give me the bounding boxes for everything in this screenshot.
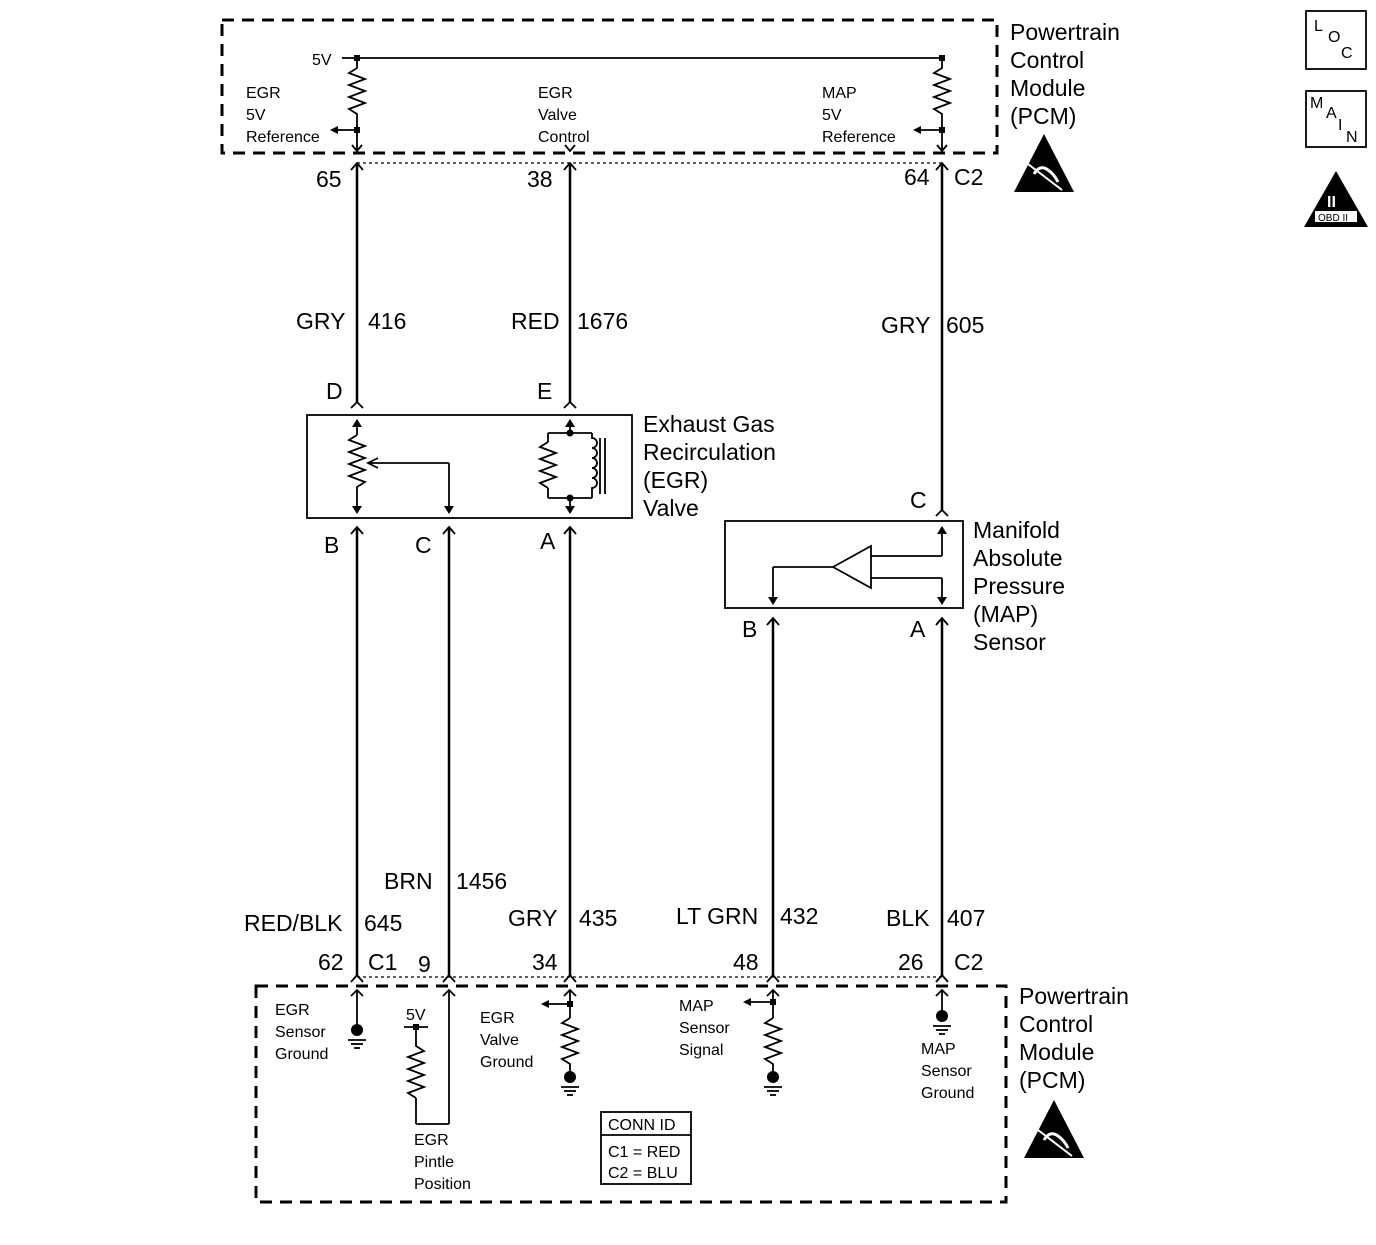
egr-pin-c: C	[415, 532, 432, 558]
pcm-top-pin-65: 65	[316, 166, 342, 192]
egr-valve: D E Exhaust Gas Recirculation (EGR) Va	[306, 378, 782, 558]
wire-435-color: GRY	[508, 905, 557, 931]
wire-1676-number: 1676	[577, 308, 628, 334]
svg-text:A: A	[1326, 105, 1337, 122]
pcm-top-pin-38: 38	[527, 166, 553, 192]
pcm-top-label-egr-valve-control: EGR Valve Control	[538, 85, 590, 146]
pcm-bottom-pin-26: 26	[898, 949, 924, 975]
pcm-top-title: Powertrain Control Module (PCM)	[1010, 19, 1126, 129]
pcm-bottom-module: EGR Sensor Ground 5V EGR Pintle Position…	[254, 983, 1135, 1204]
svg-text:L: L	[1314, 18, 1323, 35]
wire-605-number: 605	[946, 312, 984, 338]
pcm-bottom-pin-62: 62	[318, 949, 344, 975]
pcm-top-module: 5V EGR 5V Reference EGR Valve Control MA…	[220, 18, 1126, 155]
pcm-bottom-label-map-sensor-ground: MAP Sensor Ground	[921, 1041, 976, 1102]
wire-416-color: GRY	[296, 308, 345, 334]
svg-text:N: N	[1346, 129, 1358, 146]
egr-pin-d: D	[326, 378, 343, 404]
wire-1456-number: 1456	[456, 868, 507, 894]
egr-valve-title: Exhaust Gas Recirculation (EGR) Valve	[643, 411, 782, 521]
main-icon: M A I N	[1305, 90, 1367, 148]
pcm-bottom-5v-label: 5V	[406, 1007, 426, 1024]
pcm-top-pin-64: 64	[904, 164, 930, 190]
pcm-bottom-pin-48: 48	[733, 949, 759, 975]
pcm-bottom-connector-c1: C1	[368, 949, 397, 975]
conn-id-table: CONN ID C1 = RED C2 = BLU	[600, 1111, 692, 1185]
egr-pin-b: B	[324, 532, 339, 558]
conn-id-row-c1: C1 = RED	[608, 1144, 680, 1161]
pcm-top-label-map-5v-ref: MAP 5V Reference	[822, 85, 896, 146]
obd-ii-label: OBD II	[1318, 213, 1348, 224]
pcm-bottom-pin-9: 9	[418, 951, 431, 977]
map-pin-c: C	[910, 487, 927, 513]
pcm-bottom-label-egr-sensor-ground: EGR Sensor Ground	[275, 1002, 330, 1063]
wire-1456-color: BRN	[384, 868, 433, 894]
pcm-bottom-connector-c2: C2	[954, 949, 983, 975]
wire-435-number: 435	[579, 905, 617, 931]
wire-645-color: RED/BLK	[244, 910, 343, 936]
esd-warning-icon-bottom	[1024, 1100, 1084, 1158]
map-sensor-title: Manifold Absolute Pressure (MAP) Sensor	[973, 517, 1071, 655]
wire-416-number: 416	[368, 308, 406, 334]
wire-1676-color: RED	[511, 308, 560, 334]
pcm-top-connector: 65 38 64 C2	[316, 161, 983, 192]
wire-645-number: 645	[364, 910, 402, 936]
obd-ii-icon: II OBD II	[1304, 171, 1368, 227]
map-pin-a: A	[910, 616, 926, 642]
map-sensor: C Manifold Absolute Pressure (MAP) Senso…	[724, 487, 1071, 655]
loc-icon: L O C	[1305, 10, 1367, 70]
svg-text:C: C	[1341, 45, 1353, 62]
egr-pin-a: A	[540, 528, 556, 554]
wire-432-color: LT GRN	[676, 903, 758, 929]
wires-top: GRY 416 RED 1676 GRY 605	[296, 163, 984, 510]
svg-text:I: I	[1338, 117, 1342, 134]
pcm-top-label-egr-5v-ref: EGR 5V Reference	[246, 85, 320, 146]
esd-warning-icon	[1014, 134, 1074, 192]
pcm-bottom-connector: 62 C1 9 34 48 26 C2	[318, 949, 983, 983]
wire-407-color: BLK	[886, 905, 930, 931]
wire-432-number: 432	[780, 903, 818, 929]
svg-text:O: O	[1328, 29, 1340, 46]
svg-text:M: M	[1310, 95, 1323, 112]
wires-bottom: RED/BLK 645 BRN 1456 GRY 435 LT GRN 432 …	[244, 527, 985, 975]
pcm-top-5v-label: 5V	[312, 52, 332, 69]
egr-pin-e: E	[537, 378, 552, 404]
pcm-bottom-label-egr-valve-ground: EGR Valve Ground	[480, 1010, 533, 1071]
pcm-bottom-label-map-sensor-signal: MAP Sensor Signal	[679, 998, 734, 1059]
pcm-top-connector-c2: C2	[954, 164, 983, 190]
map-pin-b: B	[742, 616, 757, 642]
wire-605-color: GRY	[881, 312, 930, 338]
wire-407-number: 407	[947, 905, 985, 931]
obd-ii-numeral: II	[1327, 194, 1336, 211]
pcm-bottom-title: Powertrain Control Module (PCM)	[1019, 983, 1135, 1093]
pcm-bottom-label-egr-pintle-position: EGR Pintle Position	[414, 1132, 471, 1193]
conn-id-row-c2: C2 = BLU	[608, 1165, 678, 1182]
conn-id-title: CONN ID	[608, 1117, 676, 1134]
pcm-bottom-pin-34: 34	[532, 949, 558, 975]
